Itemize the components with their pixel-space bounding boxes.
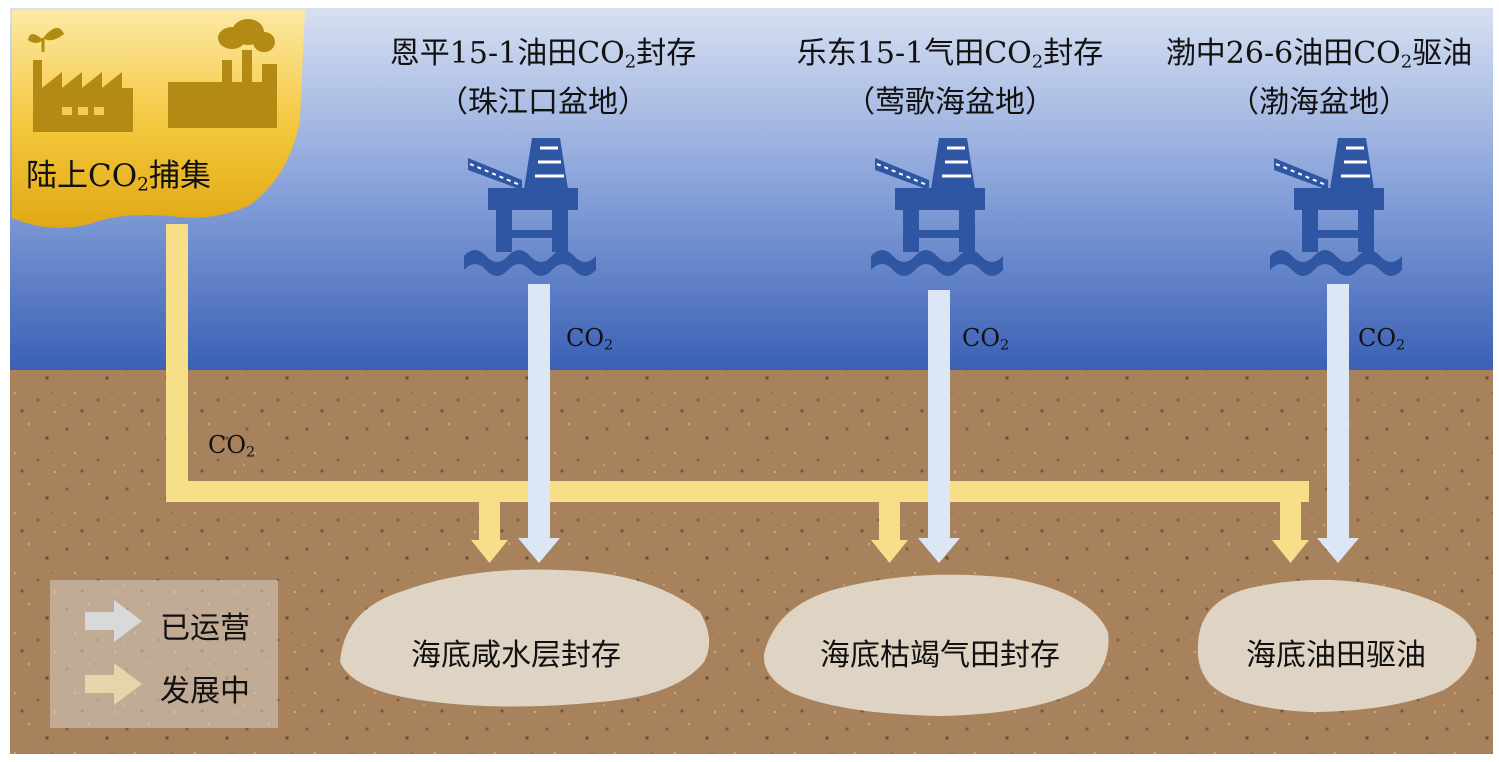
project-title-enping: 恩平15-1油田CO2封存 （珠江口盆地） <box>389 36 697 120</box>
legend-developing-label: 发展中 <box>160 674 250 709</box>
co2-label: CO2 <box>962 324 1010 354</box>
reservoir-label-gasfield: 海底枯竭气田封存 <box>820 638 1060 673</box>
reservoir-depleted-gasfield <box>763 574 1109 716</box>
reservoir-label-oilfield: 海底油田驱油 <box>1246 638 1426 673</box>
project-title-ledong: 乐东15-1气田CO2封存 （莺歌海盆地） <box>796 36 1104 120</box>
project-title-bozhong: 渤中26-6油田CO2驱油 （渤海盆地） <box>1165 36 1473 120</box>
reservoir-label-saline: 海底咸水层封存 <box>411 638 621 673</box>
onshore-capture-label: 陆上CO2捕集 <box>26 158 211 196</box>
factory-icon <box>28 19 277 132</box>
developing-pipeline <box>166 224 1309 563</box>
co2-label: CO2 <box>1358 324 1406 354</box>
co2-label: CO2 <box>208 431 256 461</box>
operating-arrows <box>518 284 1359 563</box>
legend-operating-label: 已运营 <box>160 611 250 646</box>
co2-label: CO2 <box>566 324 614 354</box>
reservoir-saline-aquifer <box>340 569 710 707</box>
legend <box>50 580 278 728</box>
reservoir-oilfield <box>1197 579 1477 712</box>
